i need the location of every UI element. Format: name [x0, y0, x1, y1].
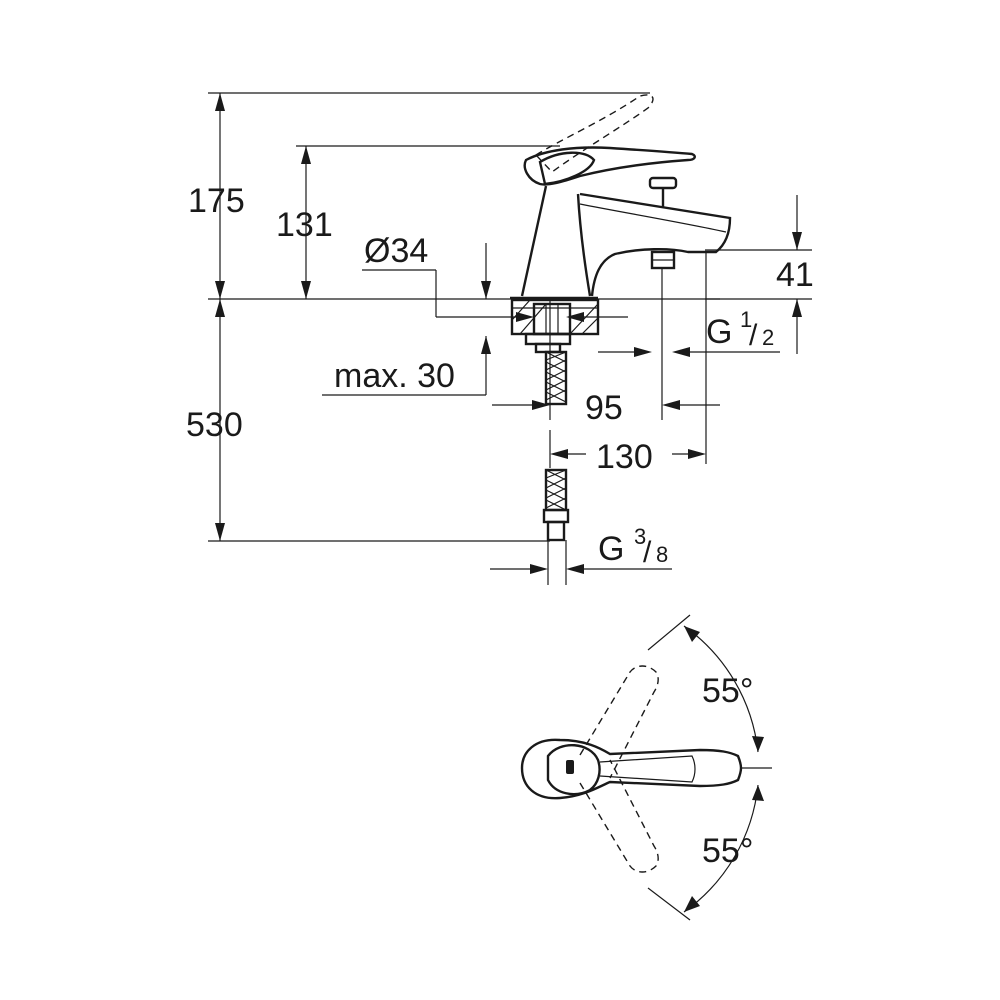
dim-diameter-leader [362, 243, 628, 322]
dim-131-label: 131 [276, 206, 333, 244]
outlet-thread-den: 2 [762, 325, 774, 350]
supply-thread-den: 8 [656, 542, 668, 567]
dim-530-label: 530 [186, 406, 243, 444]
dim-supply-thread [490, 540, 672, 585]
dim-175-label: 175 [188, 182, 245, 220]
dim-41-label: 41 [776, 256, 814, 294]
dim-130 [549, 430, 706, 468]
dim-95 [492, 252, 720, 464]
supply-thread-num: 3 [634, 524, 646, 549]
rotation-upper-label: 55° [702, 672, 753, 710]
extension-lines [208, 92, 812, 542]
outlet-thread-g: G [706, 313, 732, 351]
dim-130-label: 130 [596, 438, 653, 476]
outlet-thread-num: 1 [740, 307, 752, 332]
outlet-thread-slash: / [749, 319, 758, 352]
dim-131 [301, 146, 311, 299]
supply-thread-slash: / [643, 536, 652, 569]
dim-diameter-label: Ø34 [364, 232, 428, 270]
dim-max30-leader [322, 336, 491, 396]
supply-thread-g: G [598, 530, 624, 568]
faucet-side-view [510, 94, 732, 542]
dim-outlet-thread [598, 347, 780, 357]
dim-530 [215, 299, 225, 541]
dim-max30-label: max. 30 [334, 357, 455, 395]
faucet-top-view [520, 614, 772, 921]
dim-41 [792, 195, 802, 354]
dim-175 [215, 93, 225, 299]
dim-95-label: 95 [585, 389, 623, 427]
rotation-lower-label: 55° [702, 832, 753, 870]
